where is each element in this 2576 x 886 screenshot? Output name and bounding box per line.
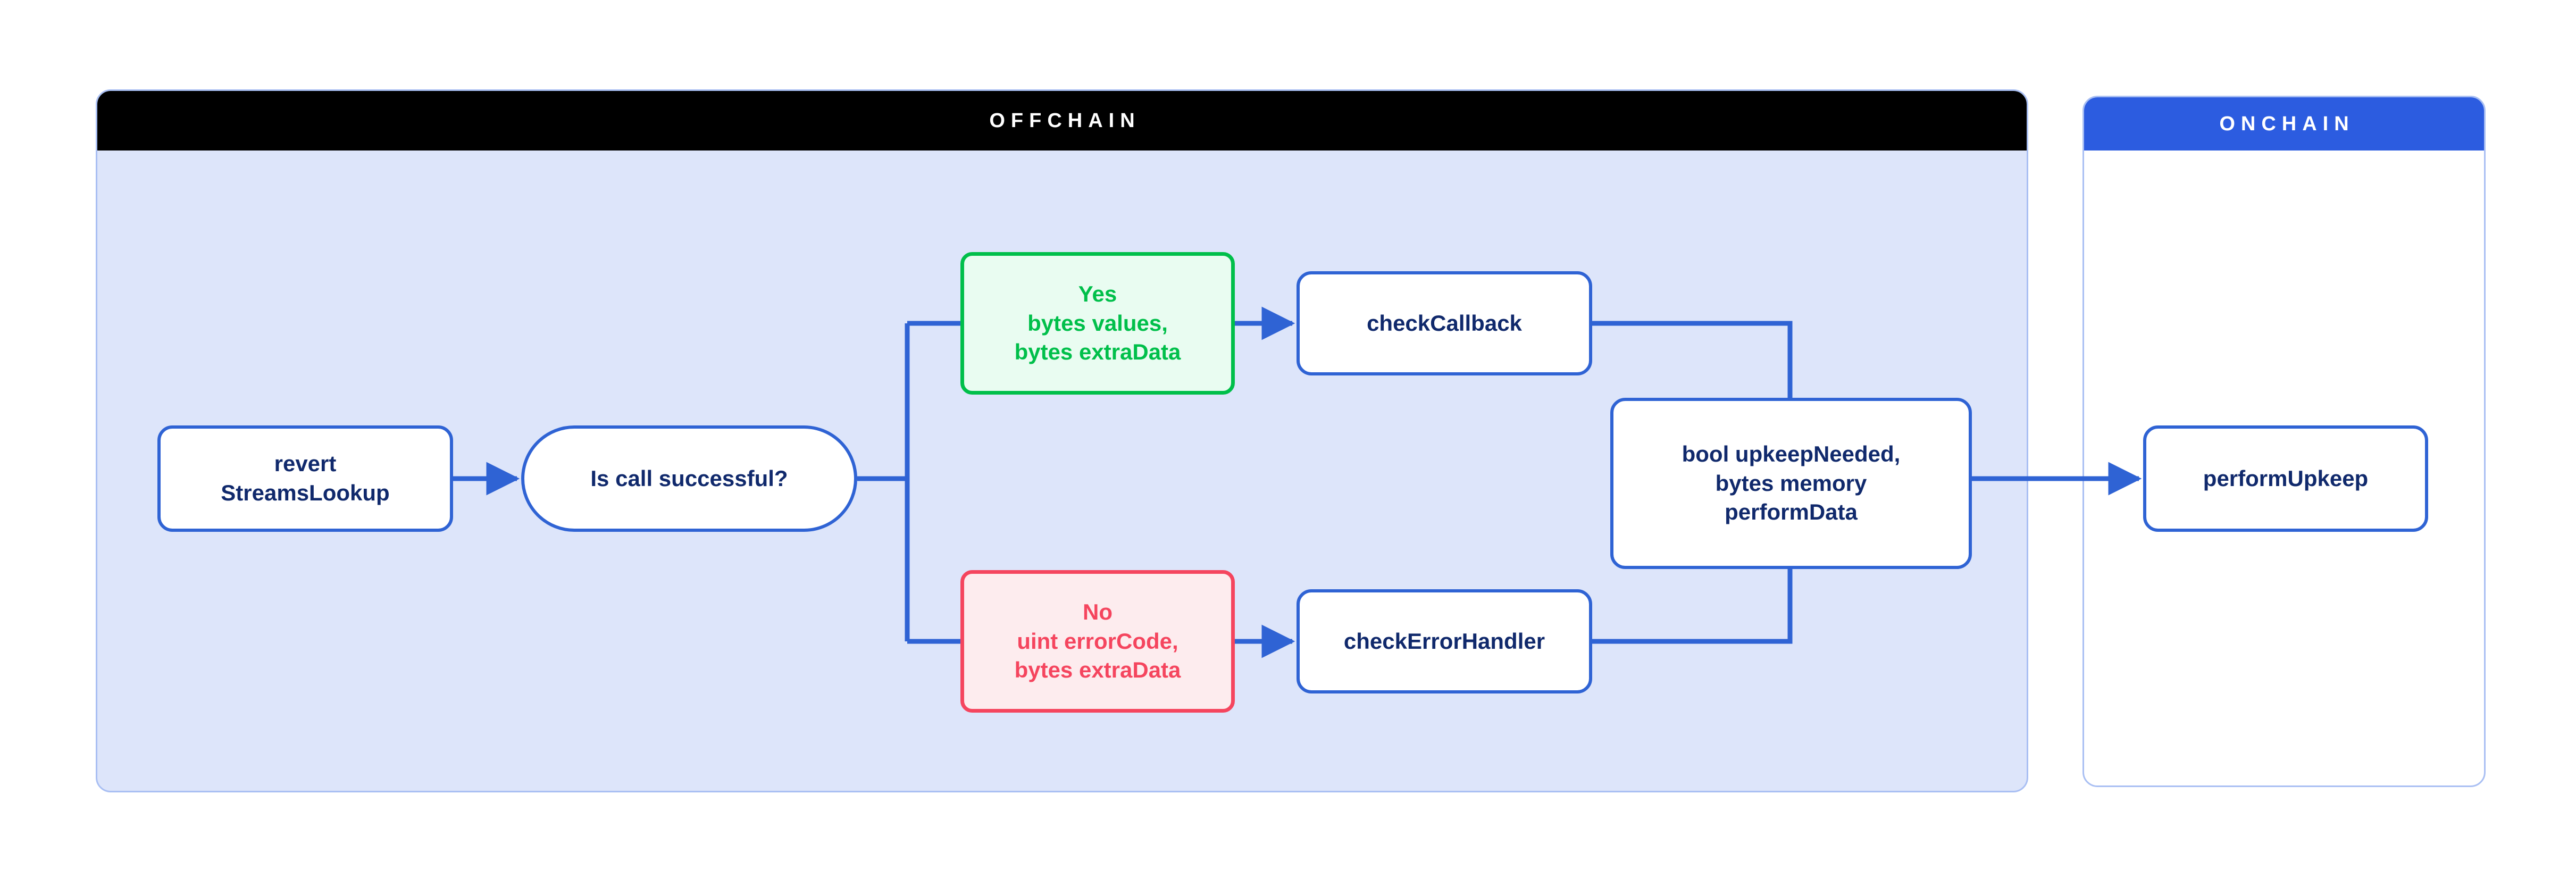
offchain-panel-header: OFFCHAIN <box>97 91 2027 151</box>
node-return-values[interactable]: bool upkeepNeeded, bytes memory performD… <box>1610 398 1972 569</box>
onchain-panel-header: ONCHAIN <box>2084 97 2484 151</box>
node-revert-streams-lookup[interactable]: revert StreamsLookup <box>157 425 453 532</box>
node-check-callback[interactable]: checkCallback <box>1297 271 1592 375</box>
node-perform-upkeep[interactable]: performUpkeep <box>2143 425 2428 532</box>
node-yes-branch[interactable]: Yes bytes values, bytes extraData <box>960 252 1235 395</box>
node-no-branch[interactable]: No uint errorCode, bytes extraData <box>960 570 1235 713</box>
node-is-call-successful[interactable]: Is call successful? <box>521 425 857 532</box>
node-check-error-handler[interactable]: checkErrorHandler <box>1297 589 1592 693</box>
